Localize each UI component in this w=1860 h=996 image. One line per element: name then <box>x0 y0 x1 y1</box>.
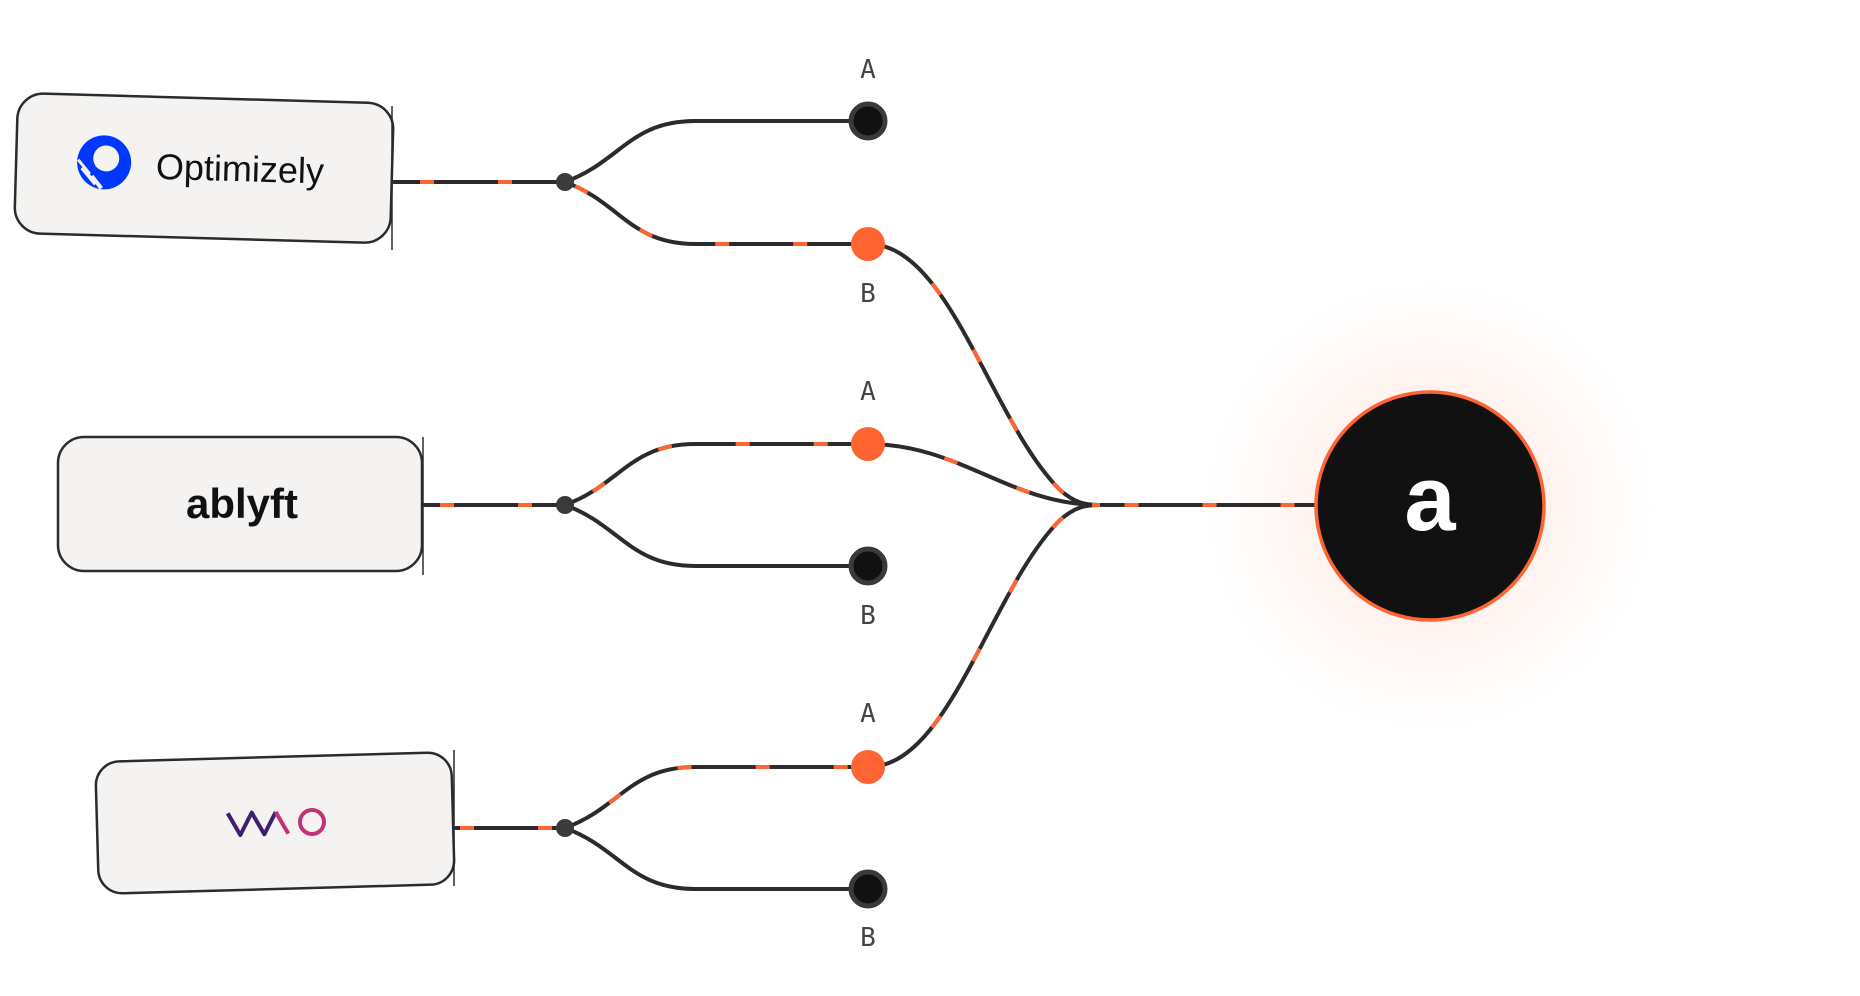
optimizely-logo-icon <box>77 135 132 190</box>
optimizely-variant-a-label: A <box>860 55 876 85</box>
hub-letter: a <box>1404 448 1456 550</box>
ablyft-split-dot <box>556 496 574 514</box>
connector-optimizely-b-to-hub <box>866 242 1102 507</box>
optimizely-split-dot <box>556 173 574 191</box>
optimizely-logo-text: Optimizely <box>155 146 324 192</box>
ablyft-variant-a-node[interactable] <box>851 427 885 461</box>
optimizely-variant-b-node[interactable] <box>851 227 885 261</box>
vwo-branch-a <box>563 765 870 830</box>
optimizely-variant-b-label: B <box>860 279 876 309</box>
ablyft-variant-a-label: A <box>860 377 876 407</box>
vwo-variant-b-label: B <box>860 923 876 953</box>
ablyft-branch-b <box>563 503 870 568</box>
vwo-branch-b <box>563 826 870 891</box>
ablyft-hub-icon[interactable]: a <box>1314 390 1546 622</box>
vwo-card[interactable] <box>94 751 456 895</box>
optimizely-branch-b <box>563 180 870 246</box>
ablyft-logo-text: ablyft <box>186 480 298 527</box>
ablyft-variant-b-node[interactable] <box>848 546 888 586</box>
connector-vwo-a-to-hub <box>866 503 1102 769</box>
optimizely-variant-a-node[interactable] <box>848 101 888 141</box>
vwo-variant-a-node[interactable] <box>851 750 885 784</box>
ablyft-card[interactable]: ablyft <box>56 435 424 573</box>
active-path-dashes <box>420 180 1318 830</box>
vwo-split-dot <box>556 819 574 837</box>
vwo-variant-b-node[interactable] <box>848 869 888 909</box>
connector-ablyft-a-to-hub <box>866 442 1102 507</box>
optimizely-branch-a <box>563 119 870 184</box>
optimizely-card[interactable]: Optimizely <box>13 92 395 244</box>
ablyft-branch-a <box>563 442 870 507</box>
vwo-variant-a-label: A <box>860 699 876 729</box>
ablyft-variant-b-label: B <box>860 601 876 631</box>
vwo-logo-icon <box>225 807 326 837</box>
